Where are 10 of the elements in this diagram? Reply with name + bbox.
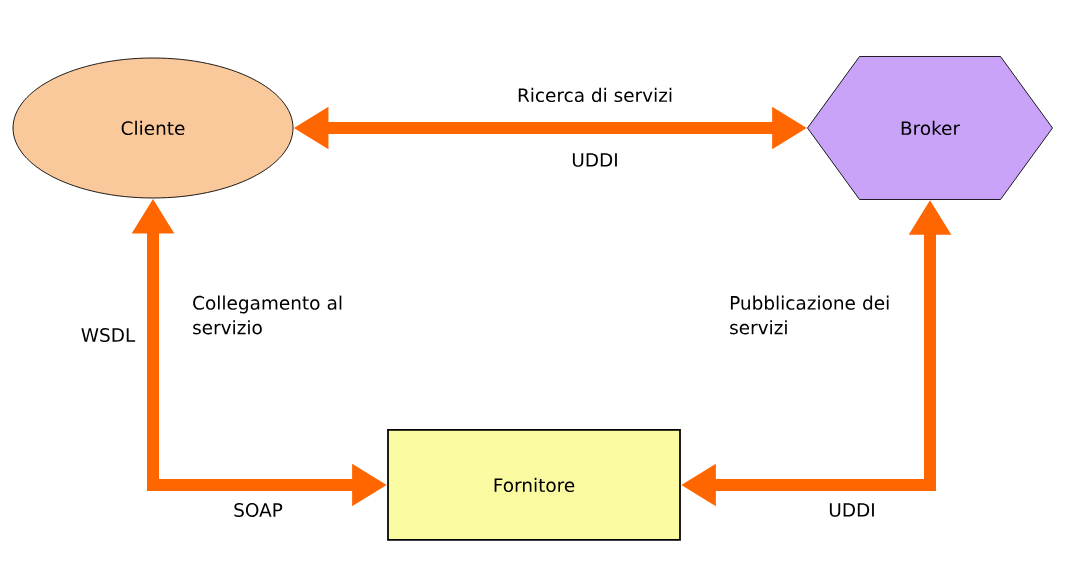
process-box: Fornitore <box>387 429 681 541</box>
protocol-label: UDDI <box>829 503 874 517</box>
protocol-label: UDDI <box>572 153 617 167</box>
protocol-label: SOAP <box>234 503 283 517</box>
edge-label: Collegamento al servizio <box>193 295 342 335</box>
edge-label: Pubblicazione dei servizi <box>730 295 889 335</box>
ellipse-node: Cliente <box>12 57 294 199</box>
hexagon-node: Broker <box>807 56 1053 200</box>
edge-label: Ricerca di servizi <box>518 87 672 103</box>
protocol-label: WSDL <box>81 328 136 342</box>
